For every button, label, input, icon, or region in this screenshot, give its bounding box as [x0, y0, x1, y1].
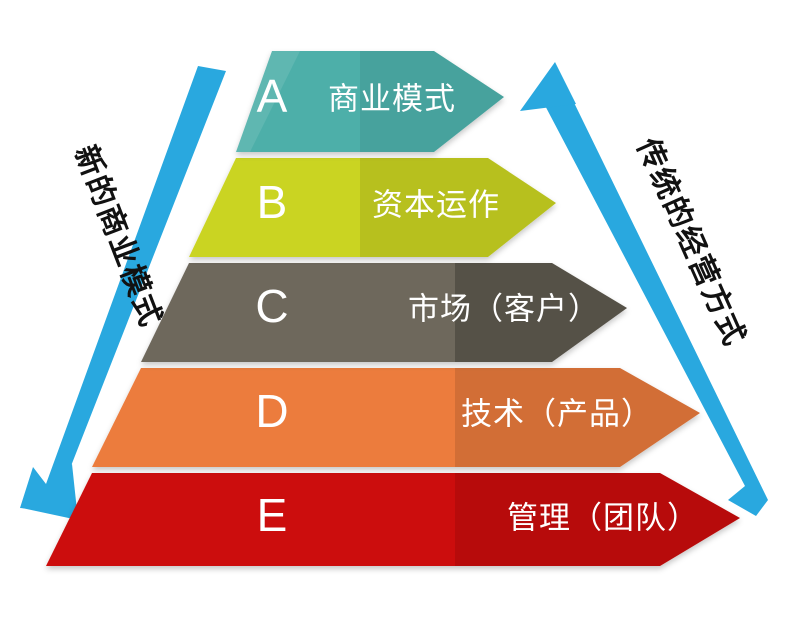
- pyramid-level-c-shape: [141, 263, 627, 362]
- left-arrow-shaft-icon: [20, 66, 226, 512]
- pyramid-level-c-letter: C: [255, 280, 288, 332]
- pyramid-level-a-shade: [360, 51, 504, 152]
- pyramid-level-b-shade: [360, 158, 556, 257]
- pyramid-level-a-label: 商业模式: [328, 82, 456, 118]
- pyramid-level-b-label: 资本运作: [372, 188, 500, 224]
- left-arrow-group: [20, 66, 226, 520]
- pyramid-level-a[interactable]: A 商业模式: [236, 51, 504, 152]
- pyramid-level-a-shape: [236, 51, 504, 152]
- pyramid-level-c[interactable]: C 市场（客户）: [141, 263, 627, 362]
- pyramid-level-e-label: 管理（团队）: [507, 501, 699, 537]
- right-arrow-head-icon: [520, 62, 576, 111]
- pyramid-level-b-letter: B: [257, 176, 288, 228]
- pyramid-level-c-label: 市场（客户）: [408, 292, 600, 328]
- pyramid-level-a-highlight: [236, 51, 300, 152]
- pyramid-level-e-letter: E: [257, 489, 288, 541]
- pyramid-level-a-letter: A: [257, 70, 288, 122]
- pyramid-level-e[interactable]: E 管理（团队）: [46, 473, 740, 566]
- pyramid-level-d-label: 技术（产品）: [461, 397, 653, 433]
- pyramid-level-b[interactable]: B 资本运作: [189, 158, 556, 257]
- right-arrow-shaft-icon: [540, 78, 768, 516]
- left-arrow-head-icon: [22, 464, 78, 520]
- right-arrow-group: [520, 62, 768, 516]
- pyramid-level-d-shape: [92, 368, 700, 467]
- pyramid-level-e-shape: [46, 473, 740, 566]
- pyramid-level-d-shade: [455, 368, 700, 467]
- pyramid-level-c-shade: [455, 263, 627, 362]
- pyramid-level-b-shape: [189, 158, 556, 257]
- pyramid-level-e-shade: [455, 473, 740, 566]
- pyramid-level-d-letter: D: [255, 385, 288, 437]
- pyramid-level-d[interactable]: D 技术（产品）: [92, 368, 700, 467]
